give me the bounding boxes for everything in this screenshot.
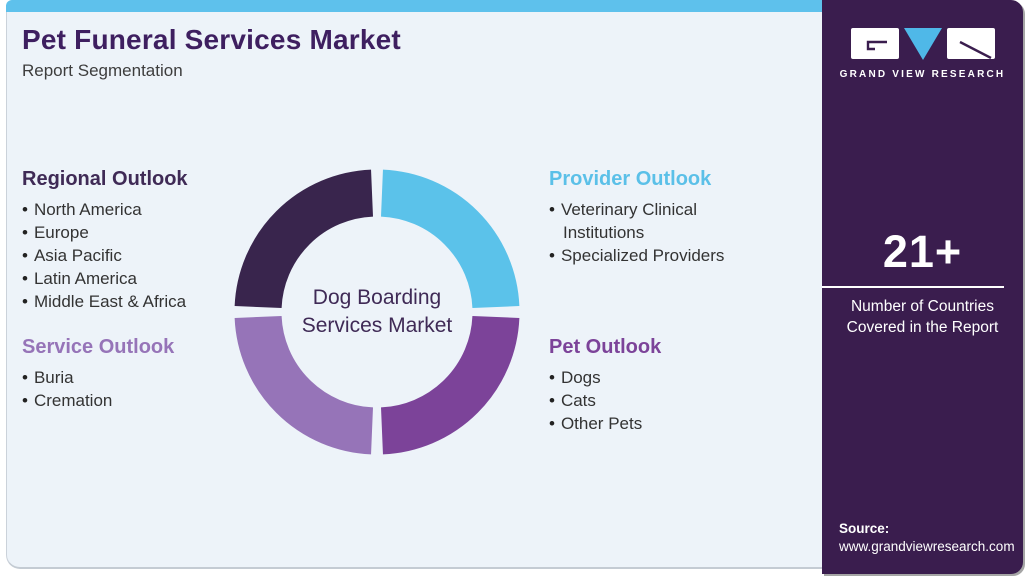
stat-caption: Number of Countries Covered in the Repor… <box>846 298 999 336</box>
list-item: Veterinary Clinical Institutions <box>549 198 777 244</box>
countries-stat: 21+ Number of Countries Covered in the R… <box>822 226 1023 338</box>
source-label: Source: <box>839 521 890 536</box>
donut-segment <box>380 169 520 309</box>
donut-rings <box>234 169 520 455</box>
logo-g-block-icon <box>850 28 899 59</box>
section-service-outlook: Service Outlook BuriaCremation <box>22 336 242 412</box>
logo-r-block-icon <box>946 28 995 59</box>
page-title: Pet Funeral Services Market <box>22 24 401 55</box>
source-block: Source: www.grandviewresearch.com <box>839 521 1015 554</box>
section-list: Veterinary Clinical InstitutionsSpeciali… <box>549 198 777 267</box>
section-heading: Pet Outlook <box>549 336 662 358</box>
donut-center-label: Dog Boarding Services Market <box>267 284 487 340</box>
list-item: Specialized Providers <box>549 244 777 267</box>
section-list: DogsCatsOther Pets <box>549 366 777 435</box>
section-list: North AmericaEuropeAsia PacificLatin Ame… <box>22 198 242 313</box>
donut-segment <box>234 169 374 309</box>
page-subtitle: Report Segmentation <box>22 61 183 80</box>
list-item: Europe <box>22 221 242 244</box>
list-item: Cremation <box>22 389 242 412</box>
list-item: Middle East & Africa <box>22 290 242 313</box>
list-item: Other Pets <box>549 412 777 435</box>
list-item: North America <box>22 198 242 221</box>
header: Pet Funeral Services Market Report Segme… <box>22 24 401 81</box>
list-item: Latin America <box>22 267 242 290</box>
donut-chart: Dog Boarding Services Market <box>227 162 527 462</box>
section-heading: Provider Outlook <box>549 168 712 190</box>
list-item: Dogs <box>549 366 777 389</box>
section-regional-outlook: Regional Outlook North AmericaEuropeAsia… <box>22 168 242 313</box>
gvr-logo-blocks <box>822 28 1023 62</box>
section-heading: Regional Outlook <box>22 168 188 190</box>
section-heading: Service Outlook <box>22 336 175 358</box>
source-url-link[interactable]: www.grandviewresearch.com <box>839 539 1015 554</box>
top-accent-bar <box>6 0 822 12</box>
donut-center-label-line1: Dog Boarding <box>312 286 442 309</box>
stat-value: 21+ <box>882 226 963 277</box>
logo-v-triangle-icon <box>903 28 942 60</box>
donut-center-label-line2: Services Market <box>301 314 453 337</box>
list-item: Asia Pacific <box>22 244 242 267</box>
list-item: Cats <box>549 389 777 412</box>
donut-segment <box>380 315 520 455</box>
section-list: BuriaCremation <box>22 366 242 412</box>
sidebar: GRAND VIEW RESEARCH 21+ Number of Countr… <box>822 0 1023 574</box>
list-item: Buria <box>22 366 242 389</box>
stat-divider <box>822 286 1004 288</box>
gvr-logo: GRAND VIEW RESEARCH <box>822 28 1023 80</box>
section-provider-outlook: Provider Outlook Veterinary Clinical Ins… <box>549 168 777 267</box>
section-pet-outlook: Pet Outlook DogsCatsOther Pets <box>549 336 777 435</box>
logo-wordmark: GRAND VIEW RESEARCH <box>839 69 1006 80</box>
donut-segment <box>234 315 374 455</box>
